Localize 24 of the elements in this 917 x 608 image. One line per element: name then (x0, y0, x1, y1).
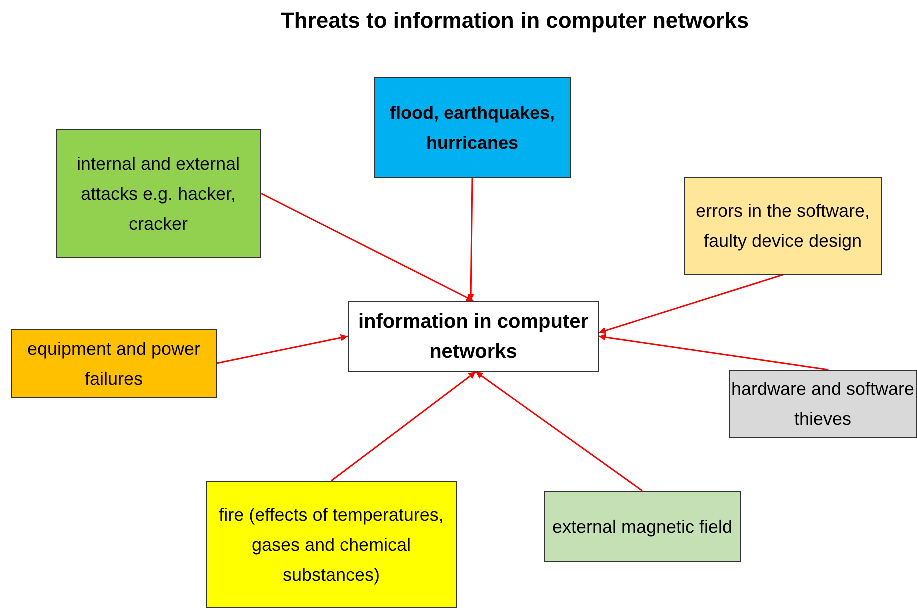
box-label: information in computer networks (358, 310, 590, 364)
central-box (348, 301, 599, 372)
threat-box (544, 491, 741, 562)
threat-box (11, 329, 217, 398)
arrow (598, 274, 784, 334)
arrow (476, 371, 643, 492)
diagram-title: Threats to information in computer networks (280, 8, 750, 34)
box-label: internal and external attacks e.g. hacker, cracker (76, 152, 242, 236)
threat-box (684, 177, 882, 275)
box-label: fire (effects of temperatures, gases and chemical substances) (218, 504, 445, 587)
threat-box (729, 370, 917, 438)
threat-box (206, 481, 457, 608)
box-label: flood, earthquakes, hurricanes (388, 102, 556, 154)
arrow (598, 334, 829, 371)
threat-box (374, 77, 571, 178)
box-label: equipment and power failures (26, 338, 202, 390)
threat-box (56, 129, 261, 258)
arrow (260, 192, 474, 302)
box-label: hardware and software thieves (730, 378, 916, 431)
arrow (468, 178, 475, 302)
arrow (331, 371, 476, 482)
box-label: external magnetic field (552, 516, 733, 539)
box-label: errors in the software, faulty device design (694, 200, 872, 253)
arrow (216, 334, 348, 364)
